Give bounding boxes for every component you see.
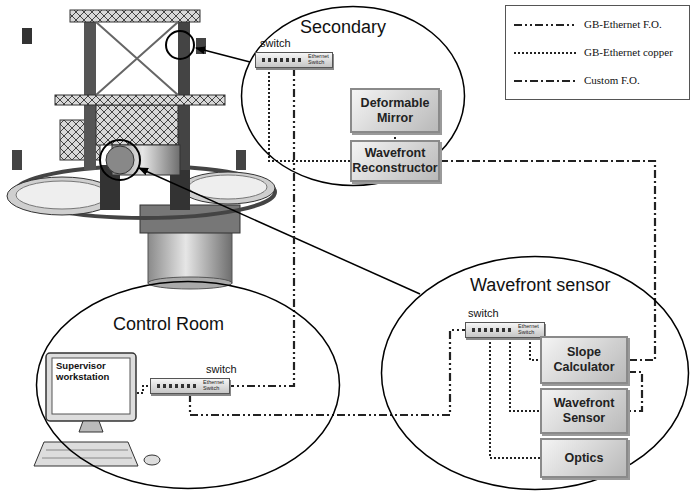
- switch-label: Ethernet Switch: [308, 54, 332, 65]
- cable-connector: [440, 161, 655, 360]
- keyboard: [34, 442, 160, 466]
- node-text: switch: [206, 363, 237, 375]
- location-ellipse: SecondaryswitchEthernet SwitchDeformable…: [240, 5, 466, 187]
- node-text: Wavefront Reconstructor: [352, 146, 437, 176]
- cable-connector: [628, 372, 642, 411]
- cable-connector: [190, 330, 465, 415]
- node-text: switch: [468, 307, 499, 319]
- ellipse-outline: [242, 7, 465, 186]
- switch-ports: [157, 384, 197, 388]
- cable-connector: [530, 338, 540, 360]
- location-ellipse: Wavefront sensorswitchEthernet SwitchSlo…: [380, 255, 690, 491]
- hardware-box: Wavefront Sensor: [540, 388, 628, 434]
- node-text: Slope Calculator: [546, 345, 622, 375]
- location-ellipse: Control RoomSupervisor workstation switch…: [35, 280, 341, 490]
- hardware-box: Deformable Mirror: [350, 88, 440, 133]
- switch-ports: [472, 328, 512, 332]
- legend-text: GB-Ethernet F.O.: [584, 18, 662, 30]
- node-text: Wavefront Sensor: [546, 396, 622, 426]
- workstation-monitor: Supervisor workstation: [45, 352, 137, 434]
- network-switch: switchEthernet Switch: [255, 52, 333, 68]
- legend-line-sample: [514, 20, 576, 30]
- cable-connector: [230, 68, 294, 386]
- telescope-illustration: [7, 10, 275, 289]
- highlight-circle: [100, 31, 194, 180]
- node-text: Control Room: [113, 314, 224, 335]
- ellipse-outline: [382, 257, 689, 490]
- legend-line-sample: [514, 24, 576, 26]
- node-text: switch: [260, 37, 291, 49]
- hardware-box: Optics: [540, 438, 628, 478]
- node-text: Deformable Mirror: [356, 96, 434, 126]
- legend-line-sample: [514, 80, 576, 82]
- network-switch: switchEthernet Switch: [150, 378, 230, 394]
- hardware-box: Slope Calculator: [540, 336, 628, 384]
- cable-connector: [510, 338, 540, 411]
- legend-text: Custom F.O.: [584, 74, 640, 86]
- node-text: Wavefront sensor: [470, 275, 610, 296]
- hardware-box: Wavefront Reconstructor: [350, 140, 440, 182]
- node-text: Optics: [565, 451, 604, 466]
- legend-line-sample: [514, 48, 576, 58]
- cable-connector: [269, 68, 350, 161]
- switch-label: Ethernet Switch: [518, 324, 542, 335]
- cable-connector: [137, 386, 150, 393]
- legend-text: GB-Ethernet copper: [584, 46, 673, 58]
- switch-label: Ethernet Switch: [203, 380, 227, 391]
- cable-connector: [490, 338, 540, 458]
- legend-line-sample: [514, 52, 576, 54]
- ellipse-outline: [37, 282, 340, 489]
- network-switch: switchEthernet Switch: [465, 322, 545, 338]
- cable-connector: [394, 133, 396, 140]
- node-text: Supervisor workstation: [56, 361, 126, 383]
- node-text: Secondary: [300, 17, 386, 38]
- legend-box: GB-Ethernet F.O. GB-Ethernet copperCustom…: [505, 5, 690, 100]
- switch-ports: [262, 58, 302, 62]
- legend-line-sample: [514, 76, 576, 86]
